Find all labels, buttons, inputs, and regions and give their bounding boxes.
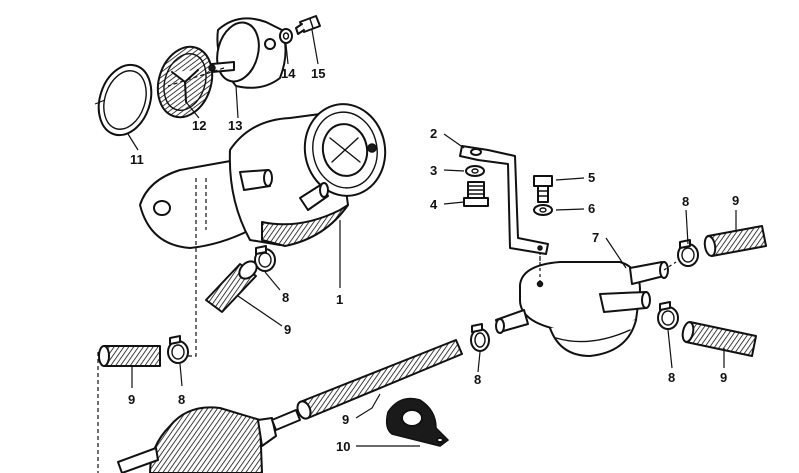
- callout-9-d: 9: [732, 193, 739, 208]
- fuel-hose-9-d: [703, 225, 767, 257]
- fuel-pump-body-1: [139, 103, 387, 288]
- callout-8-d: 8: [682, 194, 689, 209]
- screw-15: [295, 15, 321, 35]
- callout-3: 3: [430, 163, 437, 178]
- hose-holder-10: [385, 397, 450, 447]
- callout-6: 6: [588, 201, 595, 216]
- callout-7: 7: [592, 230, 599, 245]
- callout-12: 12: [192, 118, 206, 133]
- callout-10: 10: [336, 439, 350, 454]
- hose-clamp-8-b: [167, 335, 189, 364]
- bolt-5: [533, 175, 553, 203]
- callout-leaders: [127, 29, 737, 447]
- callout-9-e: 9: [720, 370, 727, 385]
- assembly-dash-lines: [97, 67, 677, 473]
- bracket-2: [459, 145, 549, 268]
- inline-fuel-filter: [117, 406, 301, 473]
- pump-cover-13: [208, 17, 287, 89]
- sealing-ring-11: [94, 63, 153, 137]
- fuel-hose-9-c: [296, 339, 463, 420]
- callout-8-a: 8: [282, 290, 289, 305]
- filter-screen-12: [156, 45, 214, 119]
- callout-labels: 1 2 3 4 5 6 7 8 8 8 8 8 9 9 9 9 9 10 11 …: [128, 66, 739, 454]
- callout-9-a: 9: [284, 322, 291, 337]
- bolt-4: [463, 181, 489, 207]
- fuel-hose-9-a: [205, 260, 258, 313]
- fuel-hose-9-b: [98, 345, 161, 367]
- callout-9-b: 9: [128, 392, 135, 407]
- callout-8-e: 8: [668, 370, 675, 385]
- callout-8-b: 8: [178, 392, 185, 407]
- callout-13: 13: [228, 118, 242, 133]
- hose-clamp-8-d: [677, 239, 699, 267]
- callout-2: 2: [430, 126, 437, 141]
- fuel-hose-9-e: [681, 321, 757, 357]
- hose-clamp-8-a: [254, 245, 276, 272]
- callout-8-c: 8: [474, 372, 481, 387]
- callout-4: 4: [430, 197, 438, 212]
- callout-1: 1: [336, 292, 343, 307]
- callout-14: 14: [281, 66, 296, 81]
- hose-clamp-8-c: [470, 323, 490, 352]
- callout-15: 15: [311, 66, 325, 81]
- fuel-distributor-7: [495, 261, 669, 357]
- hose-clamp-8-e: [657, 301, 679, 330]
- callout-11: 11: [130, 152, 144, 167]
- washer-14: [279, 28, 293, 44]
- washer-6: [533, 204, 553, 216]
- callout-5: 5: [588, 170, 595, 185]
- washer-3: [465, 165, 485, 177]
- callout-9-c: 9: [342, 412, 349, 427]
